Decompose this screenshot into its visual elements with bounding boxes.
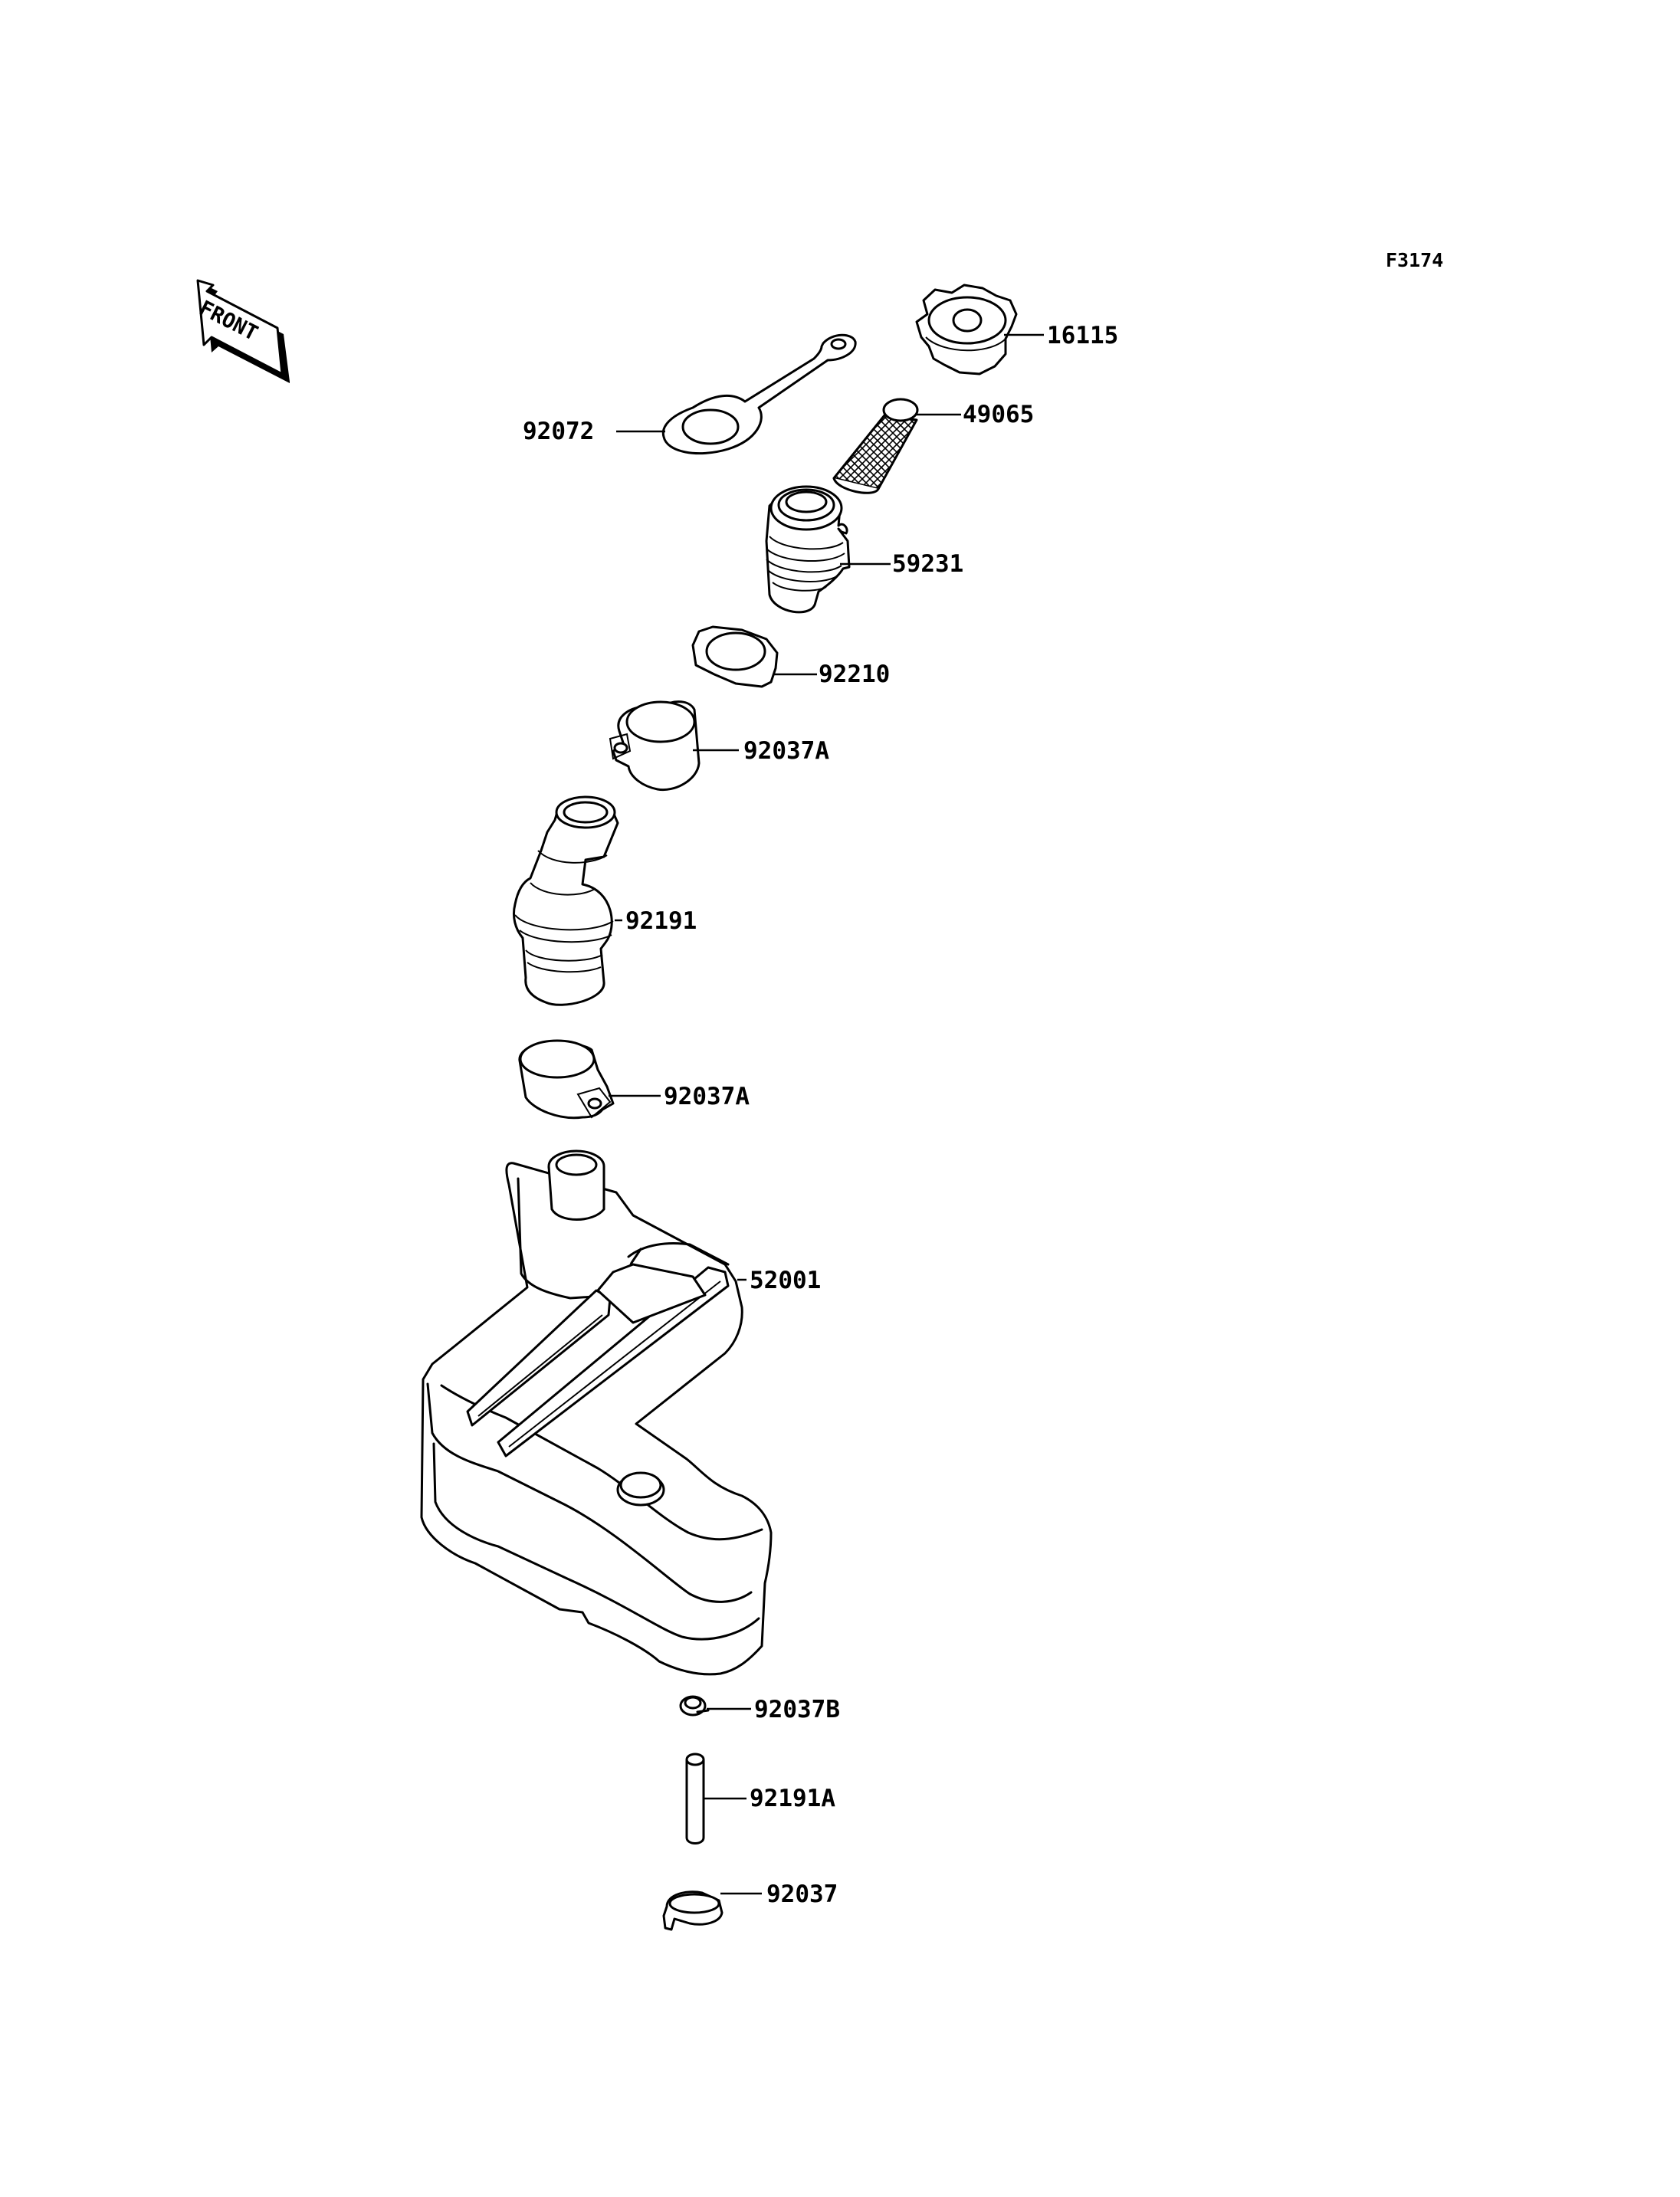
diagram-code: F3174 — [1386, 249, 1443, 271]
breather-hose-92191A — [685, 1753, 705, 1844]
front-arrow-icon: FRONT — [195, 279, 290, 383]
part-label-52001: 52001 — [750, 1267, 821, 1294]
part-label-92210: 92210 — [819, 661, 890, 688]
fuel-filter-49065 — [832, 398, 919, 494]
part-label-92037: 92037 — [766, 1881, 838, 1908]
oil-tank-52001 — [420, 1149, 773, 1676]
filler-hose-92191 — [512, 795, 619, 1006]
filler-neck-59231 — [765, 485, 851, 614]
clip-92037 — [662, 1890, 724, 1931]
hose-clamp-92037A-upper — [609, 700, 701, 792]
part-label-92191A: 92191A — [750, 1785, 835, 1812]
part-label-92037B: 92037B — [754, 1696, 840, 1723]
fuel-cap-16115 — [915, 284, 1018, 375]
small-clamp-92037B — [679, 1695, 710, 1717]
part-label-49065: 49065 — [963, 401, 1034, 428]
part-label-59231: 59231 — [892, 550, 963, 578]
part-label-92037A-upper: 92037A — [743, 737, 829, 765]
part-label-16115: 16115 — [1047, 322, 1118, 349]
part-label-92072: 92072 — [523, 418, 594, 445]
lock-nut-92210 — [691, 625, 779, 688]
strap-ring-92072 — [661, 333, 857, 455]
hose-clamp-92037A-lower — [518, 1039, 615, 1120]
leader-lines — [609, 333, 1044, 1895]
part-label-92037A-lower: 92037A — [664, 1083, 750, 1110]
part-label-92191: 92191 — [625, 907, 697, 935]
